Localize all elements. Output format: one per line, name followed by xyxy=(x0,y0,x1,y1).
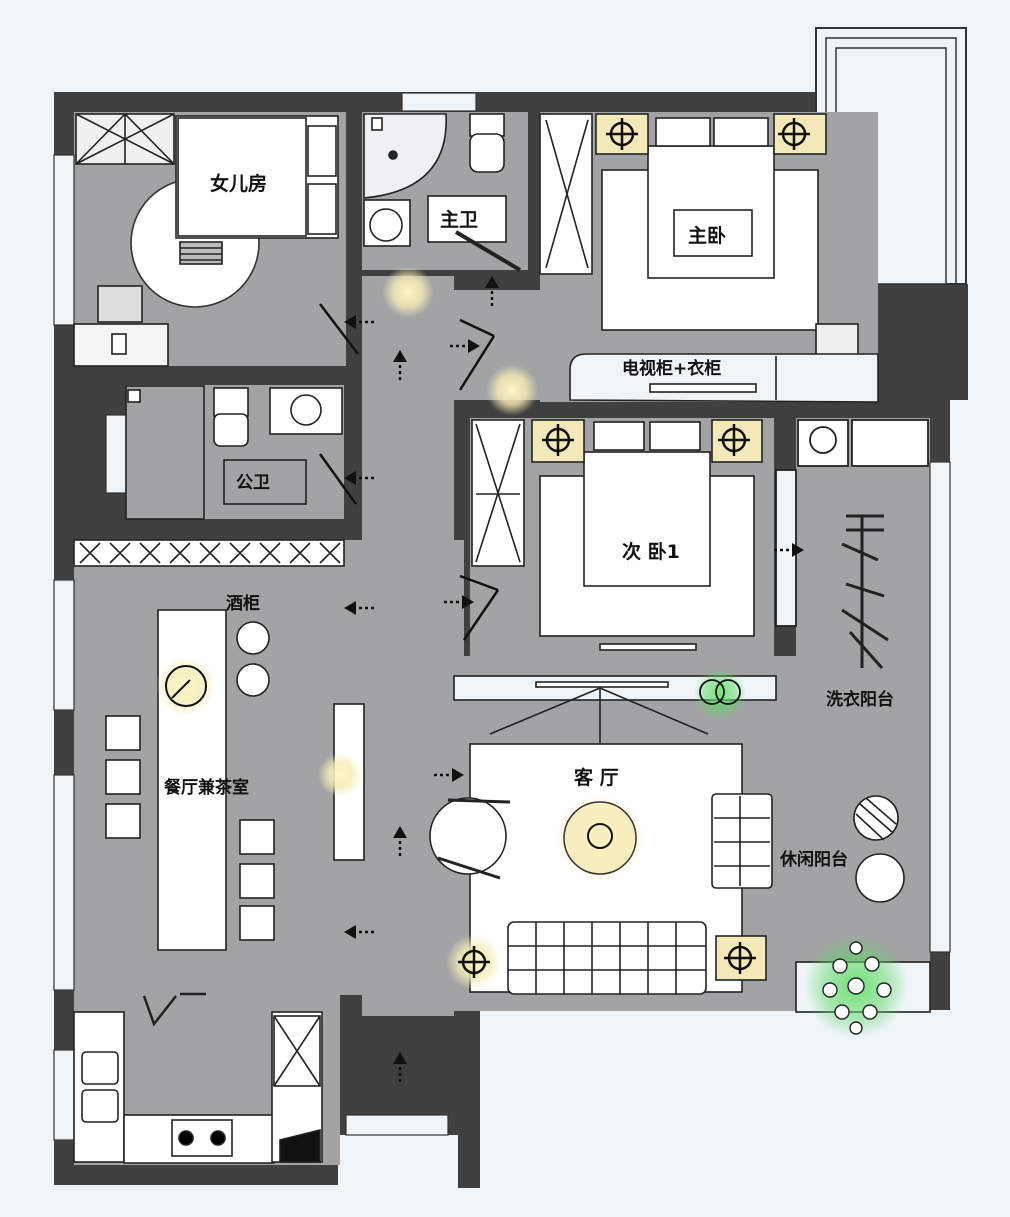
plant-icon xyxy=(822,941,892,1035)
master-bath-fixtures xyxy=(363,113,522,272)
living-room-label: 客 厅 xyxy=(574,766,619,789)
doors xyxy=(318,303,500,641)
living-room-furniture xyxy=(429,675,777,995)
public-bath-label: 公卫 xyxy=(236,473,270,493)
windows xyxy=(53,92,951,1141)
public-bath-fixtures xyxy=(125,385,343,520)
bedroom2-label: 次 卧1 xyxy=(622,540,680,563)
laundry-balcony-furniture xyxy=(775,419,929,669)
daughter-room-label: 女儿房 xyxy=(210,172,267,195)
daughter-room-furniture xyxy=(73,113,339,367)
laundry-balcony-label: 洗衣阳台 xyxy=(826,689,894,710)
master-bath-label: 主卫 xyxy=(440,209,478,231)
leisure-balcony-label: 休闲阳台 xyxy=(779,849,848,870)
wine-cabinet-label: 酒柜 xyxy=(226,593,260,614)
tv-wardrobe-label: 电视柜+衣柜 xyxy=(622,358,721,379)
master-bedroom-label: 主卧 xyxy=(688,225,726,247)
dining-tea-label: 餐厅兼茶室 xyxy=(164,777,249,798)
kitchen-furniture xyxy=(73,992,323,1164)
